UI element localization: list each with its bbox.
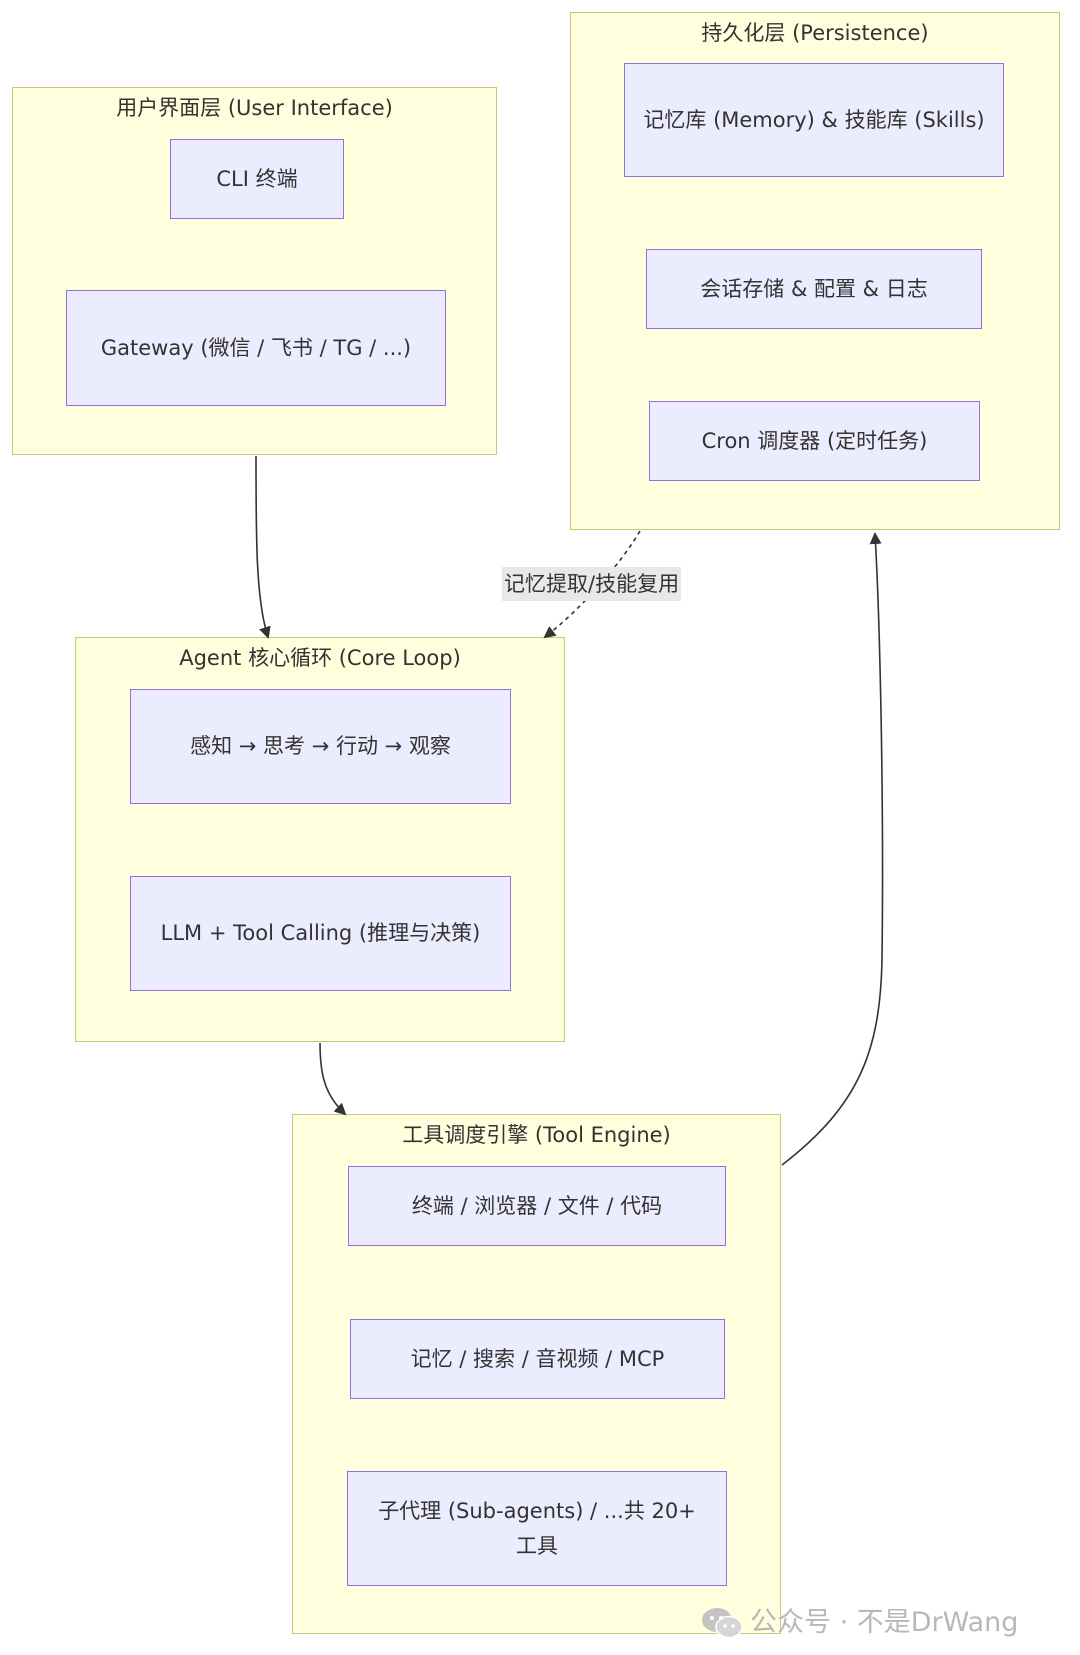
group-user-interface: 用户界面层 (User Interface) CLI 终端 Gateway (微… [12, 87, 497, 455]
edge-ui-to-core [255, 455, 271, 639]
group-title-persistence: 持久化层 (Persistence) [701, 21, 929, 45]
node-label: 记忆 / 搜索 / 音视频 / MCP [410, 1346, 665, 1371]
node-cron-scheduler: Cron 调度器 (定时任务) [649, 401, 980, 481]
node-label: 终端 / 浏览器 / 文件 / 代码 [411, 1193, 663, 1218]
node-label: CLI 终端 [216, 166, 298, 191]
node-perceive-think-act: 感知 → 思考 → 行动 → 观察 [130, 689, 511, 804]
node-gateway: Gateway (微信 / 飞书 / TG / ...) [66, 290, 446, 406]
node-terminal-browser: 终端 / 浏览器 / 文件 / 代码 [348, 1166, 726, 1246]
node-cli-terminal: CLI 终端 [170, 139, 344, 219]
node-memory-skills: 记忆库 (Memory) & 技能库 (Skills) [624, 63, 1004, 177]
group-title-tool-engine: 工具调度引擎 (Tool Engine) [402, 1123, 671, 1147]
group-title-user-interface: 用户界面层 (User Interface) [116, 96, 393, 120]
node-session-storage: 会话存储 & 配置 & 日志 [646, 249, 982, 329]
node-llm-tool-calling: LLM + Tool Calling (推理与决策) [130, 876, 511, 991]
node-label: LLM + Tool Calling (推理与决策) [160, 921, 481, 945]
wechat-icon [702, 1608, 743, 1639]
node-label: 会话存储 & 配置 & 日志 [700, 276, 928, 301]
group-core-loop: Agent 核心循环 (Core Loop) 感知 → 思考 → 行动 → 观察… [75, 637, 565, 1042]
group-tool-engine: 工具调度引擎 (Tool Engine) 终端 / 浏览器 / 文件 / 代码 … [292, 1114, 781, 1634]
node-label: Cron 调度器 (定时任务) [701, 428, 928, 453]
edge-tools-to-persistence [781, 532, 884, 1166]
node-label: 子代理 (Sub-agents) / ...共 20+ 工具 [378, 1498, 696, 1558]
edge-core-to-tools [319, 1042, 347, 1116]
node-label: 记忆库 (Memory) & 技能库 (Skills) [643, 107, 985, 132]
group-persistence: 持久化层 (Persistence) 记忆库 (Memory) & 技能库 (S… [570, 12, 1060, 530]
watermark: 公众号 · 不是DrWang [700, 1605, 1018, 1641]
watermark-text: 公众号 · 不是DrWang [750, 1607, 1019, 1638]
node-label: 感知 → 思考 → 行动 → 观察 [190, 734, 451, 758]
node-memory-search-mcp: 记忆 / 搜索 / 音视频 / MCP [350, 1319, 725, 1399]
node-label: Gateway (微信 / 飞书 / TG / ...) [100, 335, 412, 360]
edge-label-memory-retrieval: 记忆提取/技能复用 [502, 567, 682, 601]
node-sub-agents: 子代理 (Sub-agents) / ...共 20+ 工具 [347, 1471, 727, 1586]
group-title-core-loop: Agent 核心循环 (Core Loop) [179, 646, 461, 670]
